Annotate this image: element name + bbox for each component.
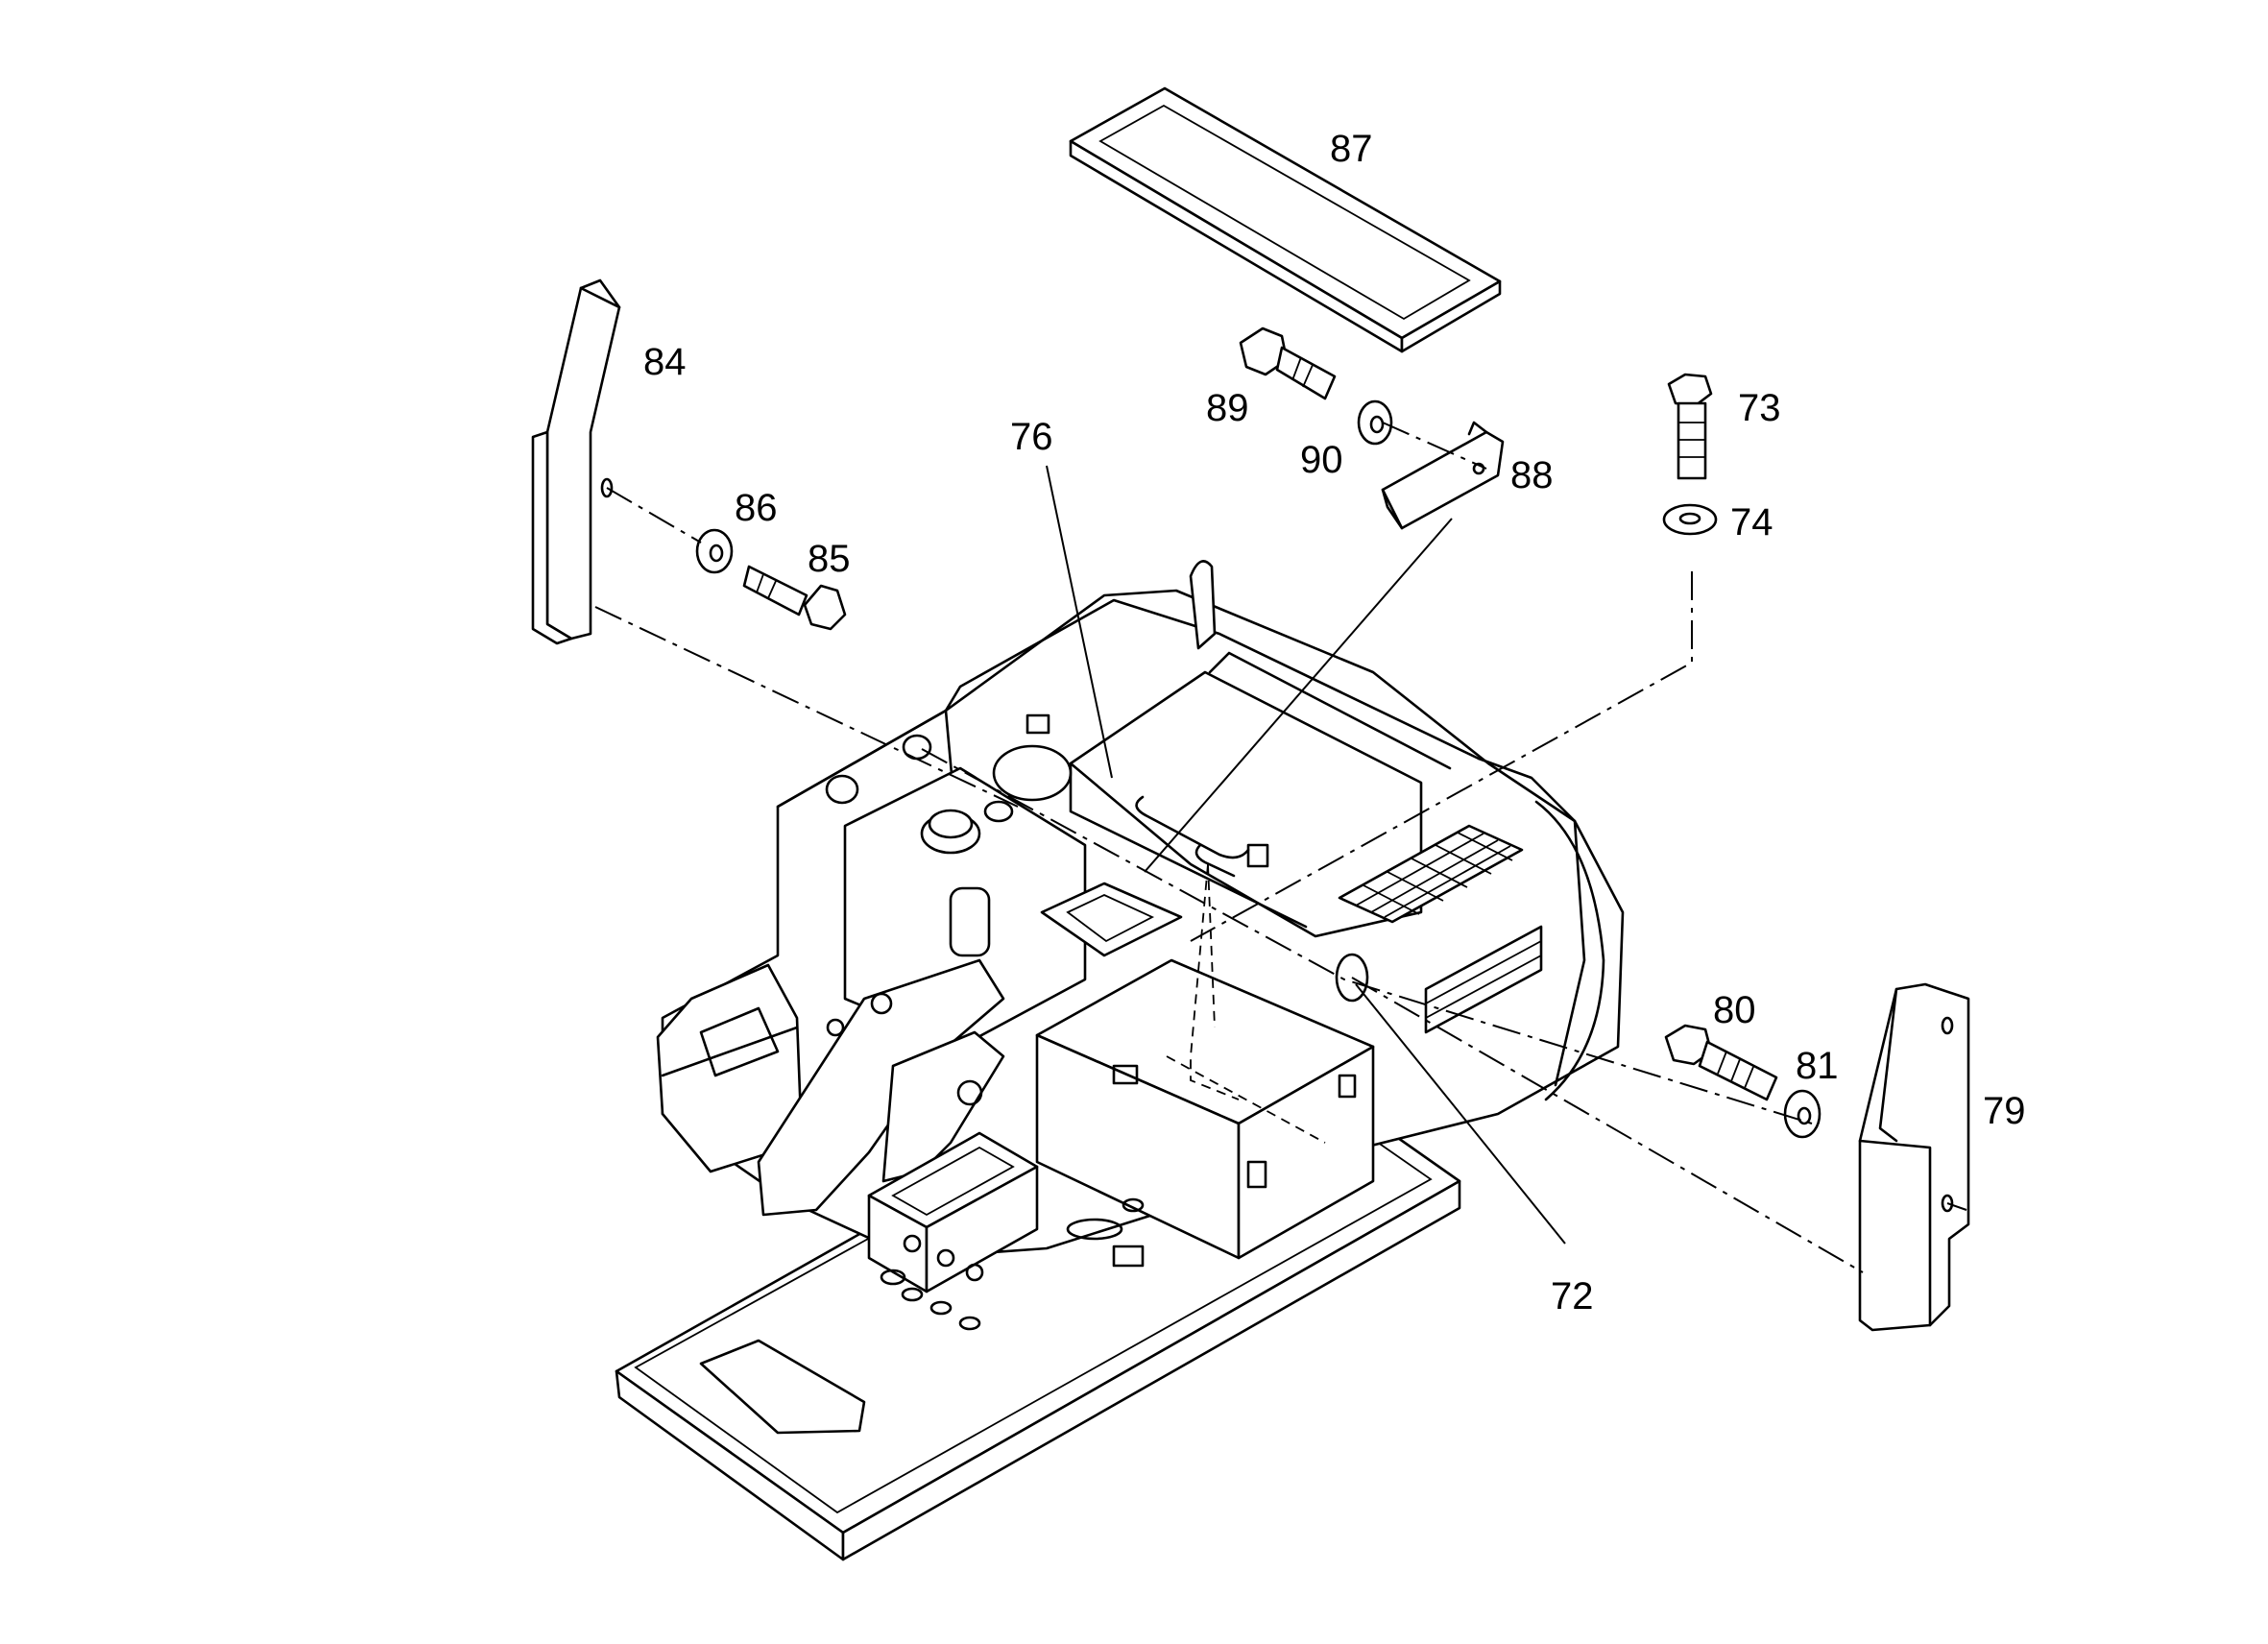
main-base-assembly (615, 560, 1625, 1561)
vent-grille (1338, 824, 1543, 1034)
callout-79: 79 (1983, 1090, 2026, 1132)
callout-labels: 87 84 89 90 88 73 74 76 86 85 80 81 79 7… (643, 128, 2026, 1318)
callout-76: 76 (1010, 416, 1053, 458)
callout-90: 90 (1300, 439, 1343, 481)
part-88-clip (1381, 421, 1505, 530)
leader-lines (1046, 465, 1566, 1245)
part-80-bolt (1664, 1024, 1778, 1101)
callout-89: 89 (1206, 387, 1249, 429)
part-81-washer (1783, 1089, 1822, 1139)
part-87-top-cover-panel (1069, 86, 1502, 353)
callout-73: 73 (1738, 387, 1781, 429)
part-84-left-bracket (531, 278, 621, 645)
callout-81: 81 (1796, 1045, 1839, 1087)
callout-87: 87 (1330, 128, 1373, 170)
callout-72: 72 (1551, 1275, 1594, 1318)
part-85-bolt (742, 565, 847, 631)
assembly-centerlines (594, 422, 1967, 1273)
callout-74: 74 (1730, 501, 1773, 544)
callout-84: 84 (643, 341, 687, 383)
part-90-washer (1357, 399, 1393, 446)
callout-86: 86 (735, 487, 778, 529)
part-79-right-bracket (1858, 982, 1970, 1332)
part-74-washer (1662, 503, 1718, 536)
part-89-bolt (1239, 326, 1337, 400)
callout-80: 80 (1713, 989, 1756, 1031)
callout-85: 85 (808, 538, 851, 580)
part-73-bolt (1667, 373, 1713, 480)
callout-88: 88 (1510, 454, 1554, 496)
part-86-washer (695, 528, 734, 574)
